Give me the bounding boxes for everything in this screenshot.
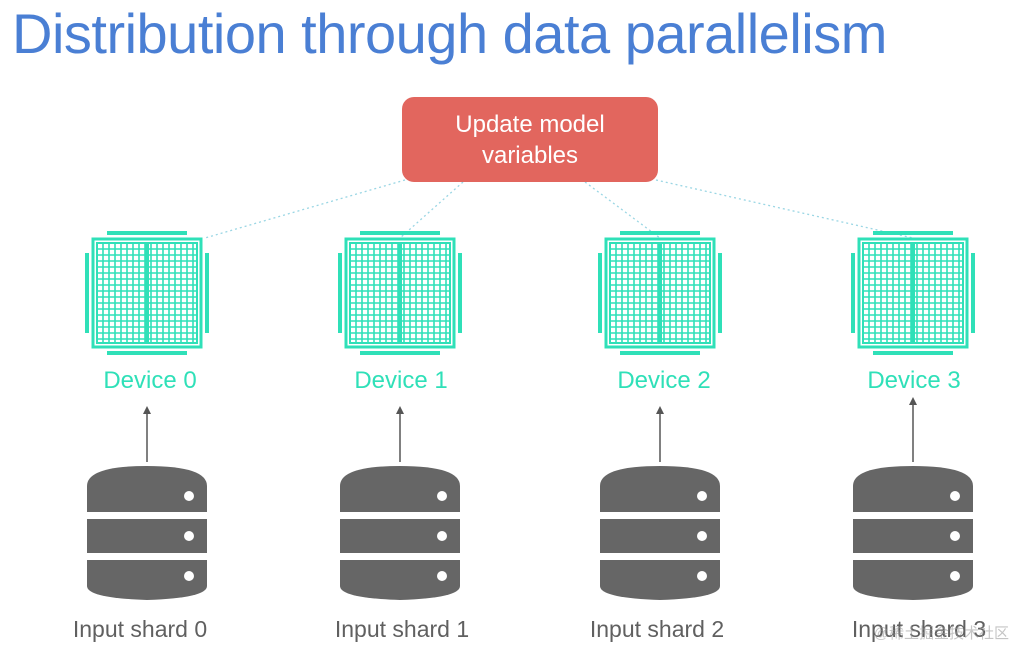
shard-label-1: Input shard 1 <box>334 616 470 642</box>
up-arrow-2 <box>656 406 664 462</box>
connector-line-3 <box>655 179 914 239</box>
chip-icon-0 <box>85 231 209 355</box>
chip-icon-2 <box>598 231 722 355</box>
device-label-3: Device 3 <box>867 367 961 394</box>
connector-line-2 <box>584 181 661 239</box>
up-arrow-1 <box>396 406 404 462</box>
device-label-0: Device 0 <box>103 367 197 394</box>
shard-label-3: Input shard 3 <box>851 616 987 642</box>
database-icon-0 <box>87 466 207 600</box>
chip-icon-1 <box>338 231 462 355</box>
chip-icon-3 <box>851 231 975 355</box>
update-box-line2: variables <box>481 141 579 169</box>
update-model-variables-box: Update model variables <box>402 97 658 182</box>
device-label-2: Device 2 <box>617 367 711 394</box>
database-icon-1 <box>340 466 460 600</box>
up-arrow-3 <box>909 397 917 462</box>
device-chips <box>85 231 975 355</box>
watermark: @稀土掘金技术社区 <box>873 625 1009 642</box>
shard-label-2: Input shard 2 <box>589 616 725 642</box>
database-icon-3 <box>853 466 973 600</box>
shard-label-0: Input shard 0 <box>72 616 208 642</box>
shard-arrows <box>143 397 917 462</box>
device-label-1: Device 1 <box>354 367 448 394</box>
update-box-line1: Update model <box>455 110 605 138</box>
connector-lines <box>204 179 914 239</box>
page-title: Distribution through data parallelism <box>12 2 887 65</box>
database-icon-2 <box>600 466 720 600</box>
connector-line-1 <box>399 181 464 239</box>
shard-databases <box>87 466 973 600</box>
connector-line-0 <box>204 179 406 239</box>
up-arrow-0 <box>143 406 151 462</box>
